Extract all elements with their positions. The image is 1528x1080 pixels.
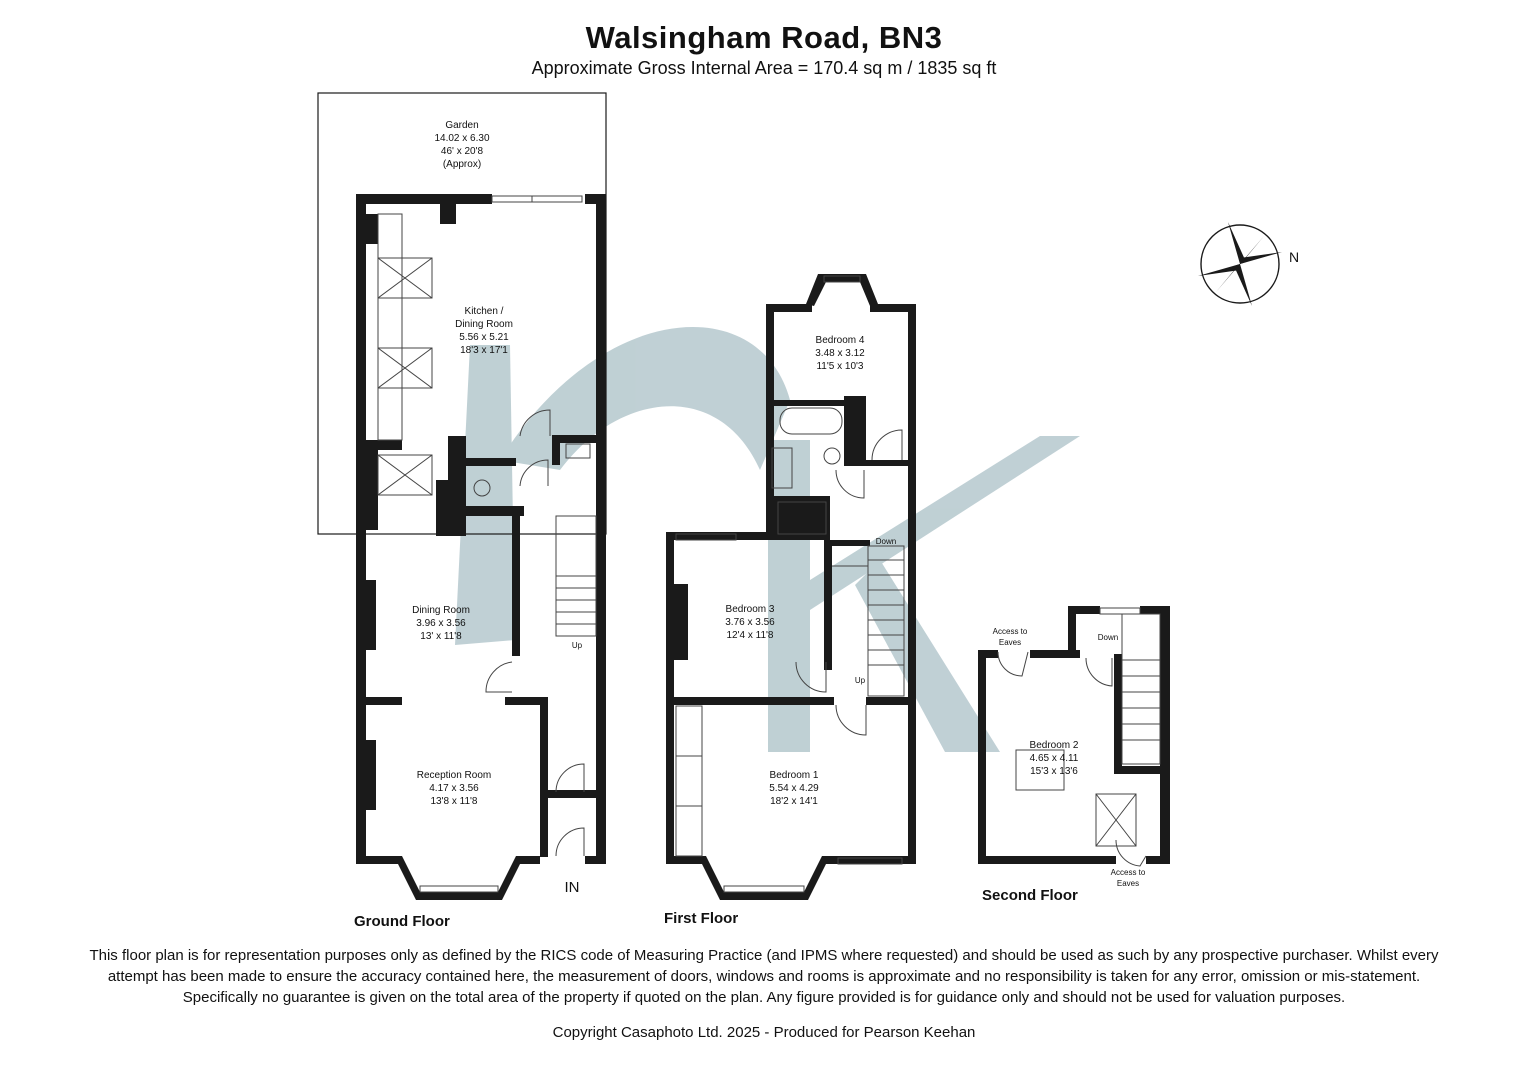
garden-metric: 14.02 x 6.30 xyxy=(434,133,489,144)
first-stairs xyxy=(832,559,904,666)
bedroom2-label: Bedroom 2 xyxy=(1030,740,1079,751)
ground-floor-plan xyxy=(317,92,607,900)
kitchen-label-1: Kitchen / xyxy=(465,306,504,317)
bedroom3-metric: 3.76 x 3.56 xyxy=(725,617,775,628)
eaves-access-bottom-1: Access to xyxy=(1111,868,1146,877)
compass-north-label: N xyxy=(1289,249,1299,265)
reception-imperial: 13'8 x 11'8 xyxy=(430,796,477,807)
ground-stairs xyxy=(556,575,596,625)
bedroom4-imperial: 11'5 x 10'3 xyxy=(816,361,863,372)
floor-plan-drawing: Garden 14.02 x 6.30 46' x 20'8 (Approx) … xyxy=(317,92,1299,930)
reception-metric: 4.17 x 3.56 xyxy=(429,783,479,794)
plan-area-subtitle: Approximate Gross Internal Area = 170.4 … xyxy=(531,58,997,78)
eaves-access-top-2: Eaves xyxy=(999,638,1021,647)
bedroom2-imperial: 15'3 x 13'6 xyxy=(1030,766,1078,777)
disclaimer-text: This floor plan is for representation pu… xyxy=(89,947,1439,1006)
garden-label: Garden xyxy=(445,120,478,131)
dining-metric: 3.96 x 3.56 xyxy=(416,618,466,629)
first-floor-label: First Floor xyxy=(664,910,738,927)
garden-imperial: 46' x 20'8 xyxy=(441,146,484,157)
bedroom1-imperial: 18'2 x 14'1 xyxy=(770,796,818,807)
dining-imperial: 13' x 11'8 xyxy=(420,631,462,642)
first-stairs-up-label: Up xyxy=(855,676,866,685)
bedroom3-label: Bedroom 3 xyxy=(726,604,775,615)
compass-icon xyxy=(1198,222,1282,306)
reception-label: Reception Room xyxy=(417,770,491,781)
second-floor-label: Second Floor xyxy=(982,887,1078,904)
kitchen-label-2: Dining Room xyxy=(455,319,513,330)
kitchen-imperial: 18'3 x 17'1 xyxy=(460,345,508,356)
bedroom1-metric: 5.54 x 4.29 xyxy=(769,783,819,794)
second-floor-plan xyxy=(978,606,1170,867)
garden-note: (Approx) xyxy=(443,159,481,170)
copyright-text: Copyright Casaphoto Ltd. 2025 - Produced… xyxy=(552,1024,976,1041)
plan-title: Walsingham Road, BN3 xyxy=(585,20,943,55)
entrance-label: IN xyxy=(565,879,580,896)
bedroom3-imperial: 12'4 x 11'8 xyxy=(726,630,773,641)
bedroom4-metric: 3.48 x 3.12 xyxy=(815,348,865,359)
ground-stairs-up-label: Up xyxy=(572,641,583,650)
bedroom1-label: Bedroom 1 xyxy=(770,770,819,781)
bedroom2-metric: 4.65 x 4.11 xyxy=(1030,753,1079,764)
eaves-access-top-1: Access to xyxy=(993,627,1028,636)
first-stairs-down-label: Down xyxy=(876,537,896,546)
bedroom4-label: Bedroom 4 xyxy=(816,335,865,346)
ground-floor-label: Ground Floor xyxy=(354,913,450,930)
kitchen-metric: 5.56 x 5.21 xyxy=(459,332,509,343)
second-stairs-down-label: Down xyxy=(1098,633,1118,642)
dining-label: Dining Room xyxy=(412,605,470,616)
second-stairs xyxy=(1122,659,1160,741)
eaves-access-bottom-2: Eaves xyxy=(1117,879,1139,888)
first-floor-plan xyxy=(666,274,916,900)
